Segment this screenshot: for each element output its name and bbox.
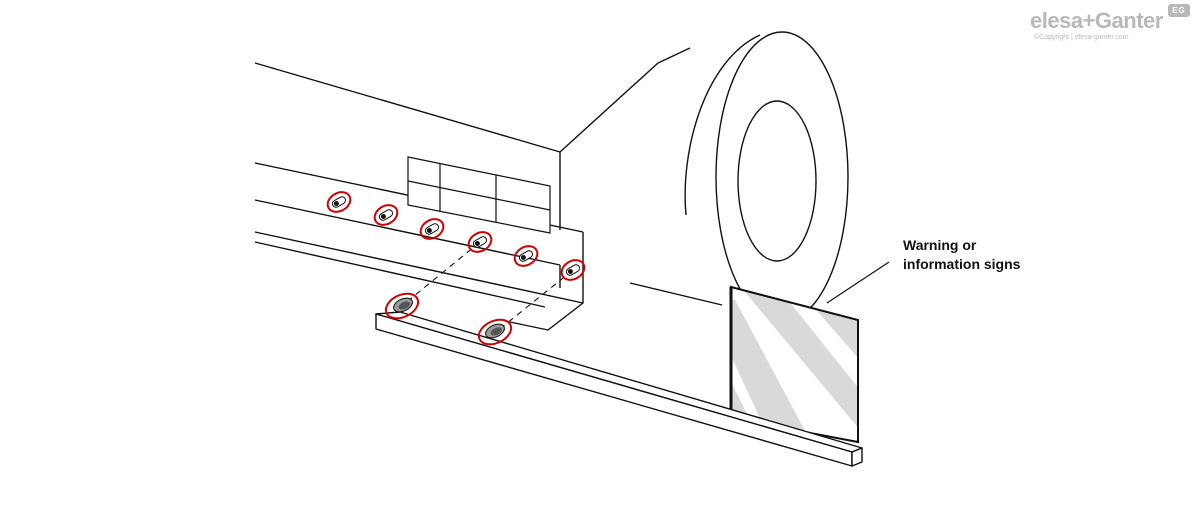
marker-panel: [407, 156, 551, 234]
truck-body-top-edge: [254, 62, 561, 153]
copyright-text: ©Copyright | elesa-ganter.com: [1034, 34, 1129, 41]
callout-leader-line: [826, 261, 890, 304]
callout-label: Warning or information signs: [903, 236, 1020, 274]
truck-body: [254, 62, 659, 331]
brand-logo: elesa+Ganter EG ©Copyright | elesa-gante…: [1030, 4, 1195, 48]
fixing-highlight: [513, 245, 539, 267]
truck-side-line-4: [254, 241, 546, 308]
callout-line-1: Warning or: [903, 237, 977, 253]
callout-line-2: information signs: [903, 256, 1021, 272]
fixing-highlight: [419, 218, 445, 240]
brand-badge: EG: [1168, 4, 1190, 17]
wheel-hub: [737, 100, 817, 262]
wheel-tyre-back: [684, 34, 761, 216]
mounting-slots: [331, 196, 581, 276]
stud-1: [393, 297, 413, 313]
fixing-highlight: [373, 204, 399, 226]
truck-body-front-edge: [559, 62, 659, 153]
bracket-outline: [509, 232, 584, 331]
stud-2: [485, 323, 505, 339]
wheel-ground-line: [629, 282, 723, 306]
fixing-highlight: [384, 292, 420, 320]
truck-side-line-3: [254, 231, 584, 304]
fixing-highlight: [560, 259, 586, 281]
rail-end-face: [851, 447, 863, 467]
wheel-body-top: [657, 47, 691, 64]
brand-name: elesa+Ganter: [1030, 8, 1163, 33]
highlighted-fixings: [326, 191, 586, 346]
fixing-highlight: [477, 318, 513, 346]
threaded-studs: [393, 297, 505, 339]
alignment-lines: [402, 241, 574, 333]
truck-side-line-2: [254, 199, 561, 266]
wheel: [629, 31, 849, 323]
fixing-highlight: [467, 231, 493, 253]
mounting-rail: [375, 311, 863, 467]
fixing-highlight: [326, 191, 352, 213]
